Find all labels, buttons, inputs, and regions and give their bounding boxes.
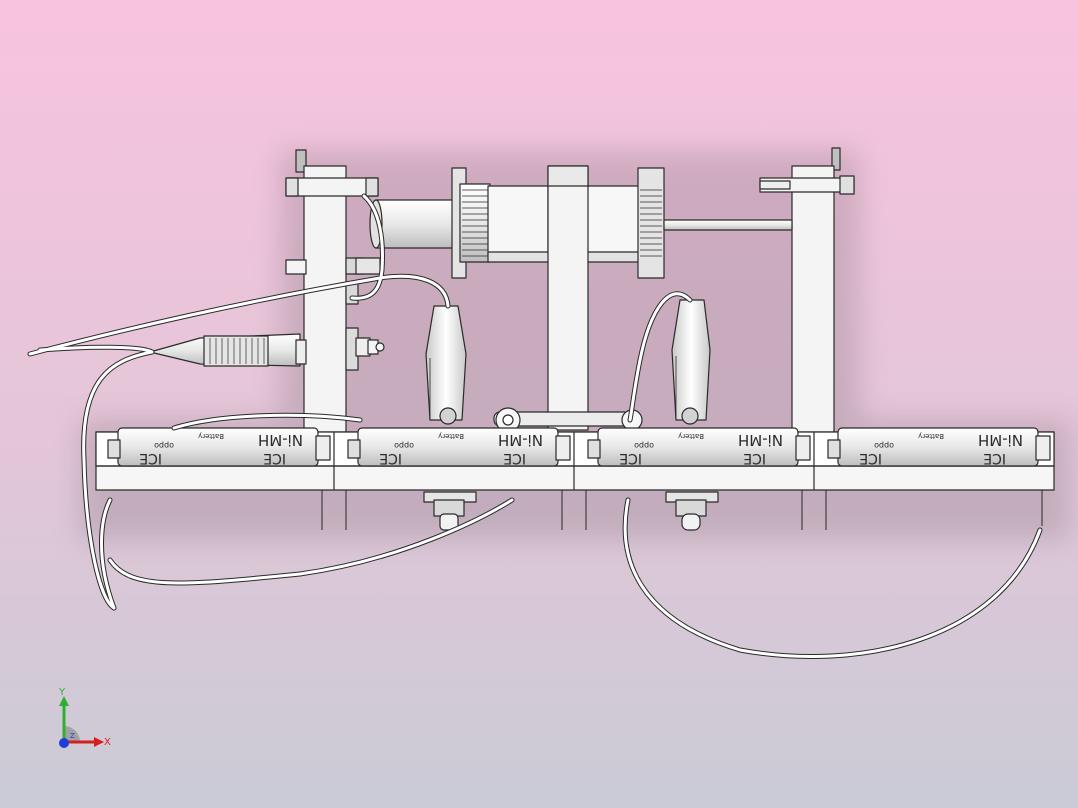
x-axis-label: X [104,737,111,748]
left-lead-plug [149,333,307,367]
cell-3-chem: Ni-MH [738,431,783,449]
cell-1-chem: Ni-MH [258,431,303,449]
cell-1-logo: oppo [154,441,174,450]
coordinate-triad[interactable]: Y X Z [48,686,118,756]
left-connector-plug [425,305,467,425]
bottom-terminal-right [665,491,719,531]
battery-cell-3: Ni-MH ICE Battery oppo ICE [587,427,811,467]
x-axis-head [94,737,104,747]
holder-contact-pins [321,490,1043,530]
battery-cell-4: Ni-MH ICE Battery oppo ICE [827,427,1051,467]
right-side-plate [759,147,855,435]
cell-2-chem: Ni-MH [498,431,543,449]
cell-1-code: ICE [139,450,162,466]
z-axis-label: Z [70,732,75,740]
cell-2-code-right: ICE [503,450,526,466]
triad-quadrant [64,726,80,742]
bottom-terminal-left [423,491,477,531]
cell-3-code-right: ICE [743,450,766,466]
cell-1-brand: Battery [198,432,224,440]
cell-4-chem: Ni-MH [978,431,1023,449]
wires [27,193,1043,660]
battery-cell-2: Ni-MH ICE Battery oppo ICE [347,427,571,467]
left-side-plate [285,149,381,435]
z-axis-dot [59,738,69,748]
cell-1-code-right: ICE [263,450,286,466]
cell-4-code-right: ICE [983,450,1006,466]
cell-2-brand: Battery [438,432,464,440]
cell-3-brand: Battery [678,432,704,440]
y-axis-head [59,696,69,706]
motor-assembly [369,165,793,431]
cell-4-code: ICE [859,450,882,466]
right-connector-plug [671,299,711,425]
cell-3-logo: oppo [634,441,654,450]
cell-4-logo: oppo [874,441,894,450]
cell-4-brand: Battery [918,432,944,440]
cell-2-code: ICE [379,450,402,466]
y-axis-label: Y [58,687,66,698]
left-terminal-bolt [345,327,385,371]
cell-3-code: ICE [619,450,642,466]
battery-cell-1: Ni-MH ICE Battery oppo ICE [107,427,331,467]
cell-2-logo: oppo [394,441,414,450]
